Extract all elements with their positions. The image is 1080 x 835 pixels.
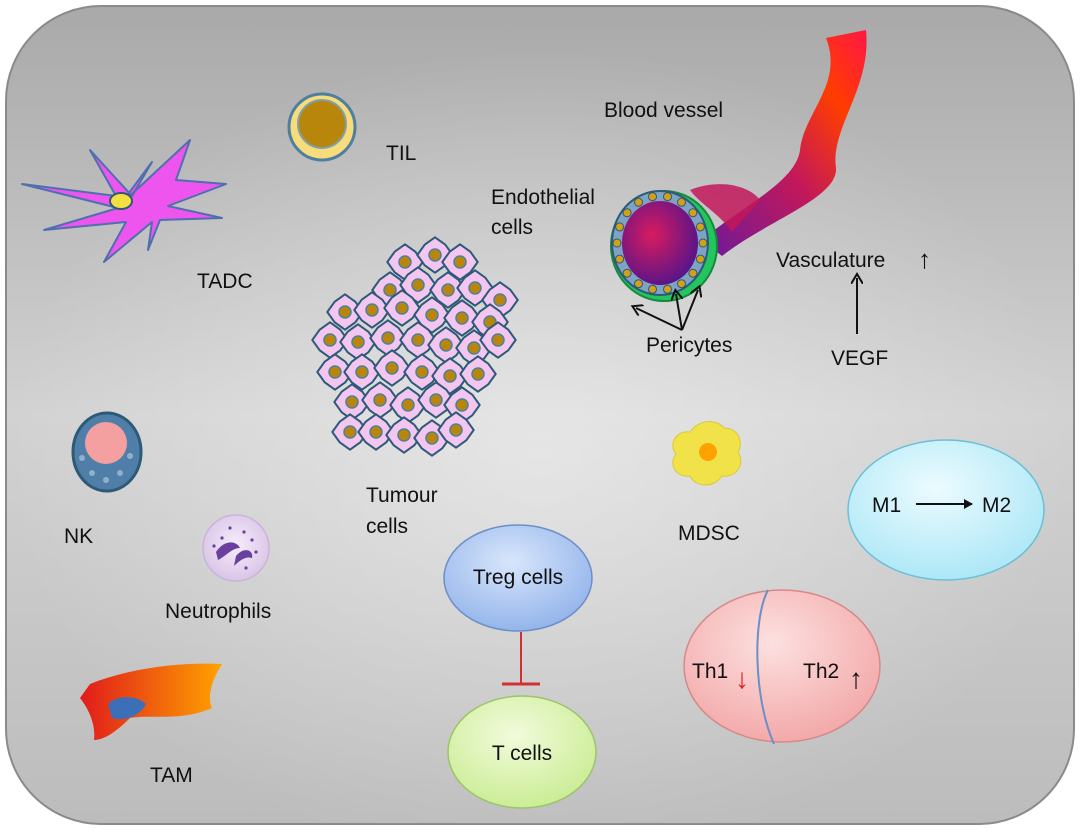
tadc-label: TADC (197, 270, 253, 293)
tumour-cell-nucleus (383, 283, 397, 297)
tumour-cell-nucleus (398, 255, 412, 269)
vasculature-up-arrow: ↑ (918, 244, 931, 274)
endothelial-cell (648, 192, 657, 202)
mdsc-label: MDSC (678, 522, 740, 545)
endothelial-cell (622, 268, 632, 278)
th-divider-line (756, 589, 775, 745)
nk-cell-icon (71, 411, 143, 493)
tumour-cell-nucleus (411, 278, 425, 292)
tumour-cell-nucleus (429, 393, 443, 407)
endothelial-cell (663, 284, 672, 294)
nk-label: NK (64, 525, 93, 548)
endothelial-label-line1: Endothelial (491, 186, 595, 209)
blood-vessel-label: Blood vessel (604, 99, 723, 122)
macrophage-polarization-icon (847, 439, 1045, 581)
tumour-cells-cluster-icon (311, 236, 519, 457)
endothelial-cell (615, 254, 625, 264)
th2-up-arrow: ↑ (849, 663, 863, 694)
tumour-cell-nucleus (395, 301, 409, 315)
mdsc-cell-icon (672, 421, 742, 486)
m1-label: M1 (872, 494, 901, 517)
endothelial-cell (677, 197, 686, 207)
tumour-cell-nucleus (385, 361, 399, 375)
tumour-cell-nucleus (491, 333, 505, 347)
tam-label: TAM (150, 764, 193, 787)
tumour-cell-nucleus (455, 398, 469, 412)
t-cells-label: T cells (492, 742, 552, 765)
tumour-cell-nucleus (443, 369, 457, 383)
tumour-cell-nucleus (338, 305, 352, 319)
blood-vessel-icon (610, 30, 867, 302)
vasculature-label: Vasculature (776, 249, 885, 272)
tumour-cell-nucleus (369, 425, 383, 439)
tam-cell-icon (80, 663, 222, 740)
neutrophil-cell-icon (202, 514, 270, 582)
th1-label: Th1 (692, 660, 728, 683)
tumour-cell-nucleus (365, 303, 379, 317)
tumour-cell-nucleus (468, 281, 482, 295)
tumour-cell-nucleus (428, 248, 442, 262)
tumour-cell-nucleus (415, 365, 429, 379)
tumour-cell-nucleus (381, 331, 395, 345)
tumour-cell-nucleus (323, 333, 337, 347)
tumour-label-line1: Tumour (366, 484, 438, 507)
m2-label: M2 (982, 494, 1011, 517)
tumour-label-line2: cells (366, 515, 408, 538)
treg-cell-icon (443, 524, 593, 632)
tumour-cell-nucleus (441, 283, 455, 297)
endothelial-cell (688, 268, 698, 278)
tumour-cell-nucleus (455, 311, 469, 325)
th2-label: Th2 (803, 660, 839, 683)
th1-down-arrow: ↓ (735, 663, 749, 694)
pericytes-label: Pericytes (646, 334, 732, 357)
tumour-cell-nucleus (355, 365, 369, 379)
tumour-cell-nucleus (493, 293, 507, 307)
tumour-cell-nucleus (425, 431, 439, 445)
tadc-cell-icon (21, 139, 227, 263)
neutrophils-label: Neutrophils (165, 600, 271, 623)
tumour-cell-nucleus (453, 255, 467, 269)
tumour-cell-nucleus (328, 365, 342, 379)
endothelial-cell (622, 208, 632, 218)
t-cells-icon (447, 695, 597, 809)
tumour-cell-nucleus (343, 425, 357, 439)
til-cell-icon (287, 92, 357, 162)
til-label: TIL (386, 142, 416, 165)
endothelial-cell (695, 222, 705, 232)
tumour-cell-nucleus (401, 398, 415, 412)
vegf-label: VEGF (831, 347, 888, 370)
endothelial-cell (634, 279, 643, 289)
tumour-cell-nucleus (425, 308, 439, 322)
endothelial-cell (634, 197, 643, 207)
endothelial-cell (677, 279, 686, 289)
endothelial-cell (663, 192, 672, 202)
th-balance-icon (683, 589, 881, 743)
tumour-cell-nucleus (373, 393, 387, 407)
tumour-cell-nucleus (351, 335, 365, 349)
treg-inhibits-t-cells-line (502, 632, 540, 686)
endothelial-cell (688, 208, 698, 218)
tumour-cell-nucleus (467, 341, 481, 355)
endothelial-cell (615, 222, 625, 232)
tumour-cell-nucleus (411, 333, 425, 347)
tumour-cell-nucleus (345, 395, 359, 409)
endothelial-label-line2: cells (491, 216, 533, 239)
tumour-cell-nucleus (471, 367, 485, 381)
tumour-cell-nucleus (439, 338, 453, 352)
treg-label: Treg cells (473, 566, 563, 589)
tumour-cell-nucleus (397, 428, 411, 442)
endothelial-cell (648, 284, 657, 294)
endothelial-cell (698, 238, 708, 248)
tumour-cell-nucleus (449, 423, 463, 437)
endothelial-cell (695, 254, 705, 264)
pericytes-pointer-arrows (636, 290, 698, 331)
endothelial-cell (612, 238, 622, 248)
